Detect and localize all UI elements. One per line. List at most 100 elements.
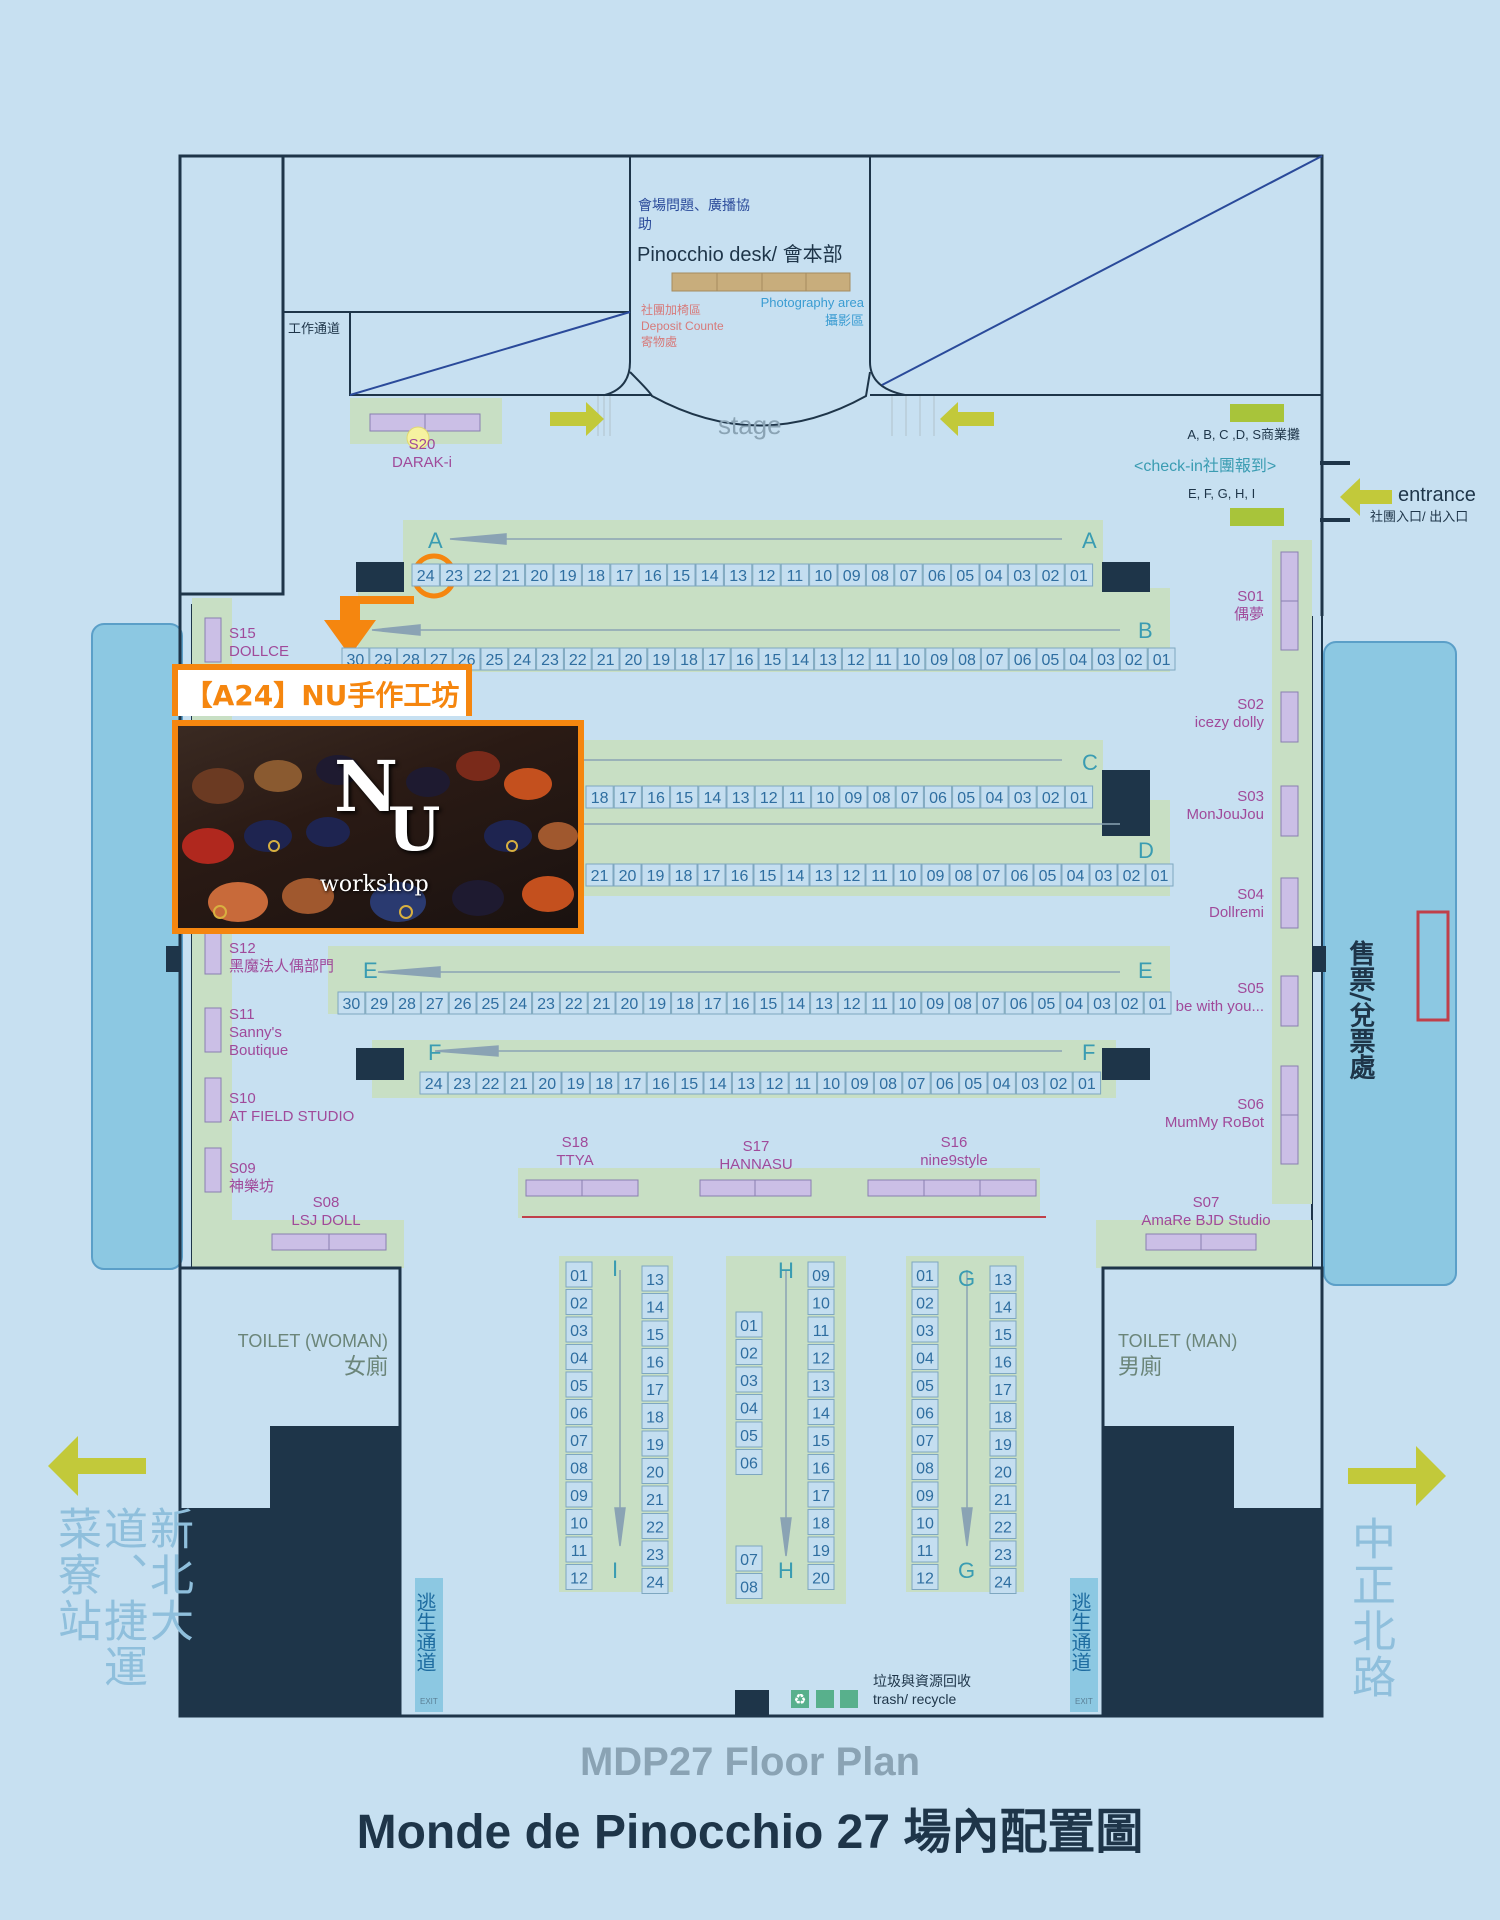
stall-B16[interactable]: 16: [730, 647, 759, 671]
stall-C11[interactable]: 11: [782, 785, 812, 809]
stall-A05[interactable]: 05: [951, 563, 980, 587]
stall-G07[interactable]: 07: [911, 1426, 939, 1453]
stall-H20[interactable]: 20: [807, 1564, 835, 1590]
stall-E05[interactable]: 05: [1032, 991, 1061, 1015]
stall-H06[interactable]: 06: [735, 1449, 763, 1475]
stall-H01[interactable]: 01: [735, 1311, 763, 1338]
stall-D07[interactable]: 07: [977, 863, 1006, 887]
stall-F03[interactable]: 03: [1015, 1071, 1045, 1095]
stall-I09[interactable]: 09: [565, 1481, 593, 1508]
stall-D11[interactable]: 11: [865, 863, 894, 887]
stall-I05[interactable]: 05: [565, 1371, 593, 1398]
stall-A01[interactable]: 01: [1064, 563, 1094, 587]
stall-D05[interactable]: 05: [1033, 863, 1062, 887]
stall-D15[interactable]: 15: [753, 863, 782, 887]
stall-I11[interactable]: 11: [565, 1536, 593, 1563]
stall-A23[interactable]: 23: [439, 563, 469, 587]
stall-I24[interactable]: 24: [641, 1568, 669, 1594]
stall-B10[interactable]: 10: [897, 647, 926, 671]
stall-D14[interactable]: 14: [781, 863, 810, 887]
stall-F08[interactable]: 08: [873, 1071, 903, 1095]
stall-E27[interactable]: 27: [420, 991, 449, 1015]
stall-C01[interactable]: 01: [1064, 785, 1094, 809]
stall-B04[interactable]: 04: [1064, 647, 1093, 671]
stall-H19[interactable]: 19: [807, 1536, 835, 1563]
stall-C05[interactable]: 05: [952, 785, 981, 809]
stall-G23[interactable]: 23: [989, 1540, 1017, 1567]
stall-E06[interactable]: 06: [1004, 991, 1033, 1015]
stall-E23[interactable]: 23: [532, 991, 560, 1015]
stall-B22[interactable]: 22: [563, 647, 592, 671]
stall-G15[interactable]: 15: [989, 1320, 1017, 1347]
stall-B07[interactable]: 07: [980, 647, 1009, 671]
stall-F05[interactable]: 05: [959, 1071, 988, 1095]
stall-I06[interactable]: 06: [565, 1399, 593, 1425]
stall-G13[interactable]: 13: [989, 1265, 1017, 1292]
stall-H07[interactable]: 07: [735, 1545, 763, 1572]
stall-H18[interactable]: 18: [807, 1509, 835, 1535]
stall-A14[interactable]: 14: [695, 563, 724, 587]
stall-H09[interactable]: 09: [807, 1261, 835, 1288]
stall-G02[interactable]: 02: [911, 1289, 939, 1315]
stall-D04[interactable]: 04: [1061, 863, 1090, 887]
stall-I08[interactable]: 08: [565, 1454, 593, 1480]
stall-C12[interactable]: 12: [754, 785, 783, 809]
stall-E21[interactable]: 21: [587, 991, 616, 1015]
stall-F04[interactable]: 04: [987, 1071, 1016, 1095]
stall-B15[interactable]: 15: [758, 647, 787, 671]
stall-C06[interactable]: 06: [923, 785, 953, 809]
stall-H13[interactable]: 13: [807, 1371, 835, 1398]
stall-F23[interactable]: 23: [447, 1071, 477, 1095]
stall-A24[interactable]: 24: [411, 563, 440, 587]
stall-I03[interactable]: 03: [565, 1316, 593, 1343]
stall-G12[interactable]: 12: [911, 1564, 939, 1590]
stall-D06[interactable]: 06: [1005, 863, 1034, 887]
stall-C10[interactable]: 10: [811, 785, 840, 809]
stall-E10[interactable]: 10: [893, 991, 922, 1015]
stall-F11[interactable]: 11: [788, 1071, 818, 1095]
stall-C02[interactable]: 02: [1036, 785, 1065, 809]
stall-E30[interactable]: 30: [337, 991, 366, 1015]
stall-B14[interactable]: 14: [786, 647, 815, 671]
stall-B23[interactable]: 23: [536, 647, 564, 671]
stall-D08[interactable]: 08: [949, 863, 978, 887]
stall-G16[interactable]: 16: [989, 1348, 1017, 1374]
stall-F09[interactable]: 09: [845, 1071, 874, 1095]
stall-H14[interactable]: 14: [807, 1399, 835, 1425]
stall-A07[interactable]: 07: [894, 563, 923, 587]
stall-E22[interactable]: 22: [559, 991, 588, 1015]
stall-A02[interactable]: 02: [1036, 563, 1065, 587]
stall-E15[interactable]: 15: [754, 991, 783, 1015]
stall-B11[interactable]: 11: [869, 647, 898, 671]
stall-E17[interactable]: 17: [698, 991, 727, 1015]
stall-E20[interactable]: 20: [615, 991, 644, 1015]
stall-A03[interactable]: 03: [1007, 563, 1037, 587]
stall-E11[interactable]: 11: [865, 991, 894, 1015]
stall-A10[interactable]: 10: [809, 563, 838, 587]
stall-C17[interactable]: 17: [613, 785, 642, 809]
stall-E29[interactable]: 29: [365, 991, 394, 1015]
stall-F01[interactable]: 01: [1072, 1071, 1102, 1095]
stall-H12[interactable]: 12: [807, 1344, 835, 1370]
stall-F14[interactable]: 14: [703, 1071, 732, 1095]
stall-C13[interactable]: 13: [726, 785, 755, 809]
stall-G05[interactable]: 05: [911, 1371, 939, 1398]
stall-I17[interactable]: 17: [641, 1375, 669, 1402]
stall-E28[interactable]: 28: [393, 991, 421, 1015]
stall-E26[interactable]: 26: [448, 991, 477, 1015]
stall-A15[interactable]: 15: [667, 563, 696, 587]
stall-A09[interactable]: 09: [837, 563, 866, 587]
stall-G08[interactable]: 08: [911, 1454, 939, 1480]
stall-D13[interactable]: 13: [809, 863, 838, 887]
stall-A11[interactable]: 11: [780, 563, 810, 587]
stall-B20[interactable]: 20: [619, 647, 648, 671]
stall-A20[interactable]: 20: [525, 563, 554, 587]
stall-F07[interactable]: 07: [902, 1071, 931, 1095]
stall-H03[interactable]: 03: [735, 1366, 763, 1393]
